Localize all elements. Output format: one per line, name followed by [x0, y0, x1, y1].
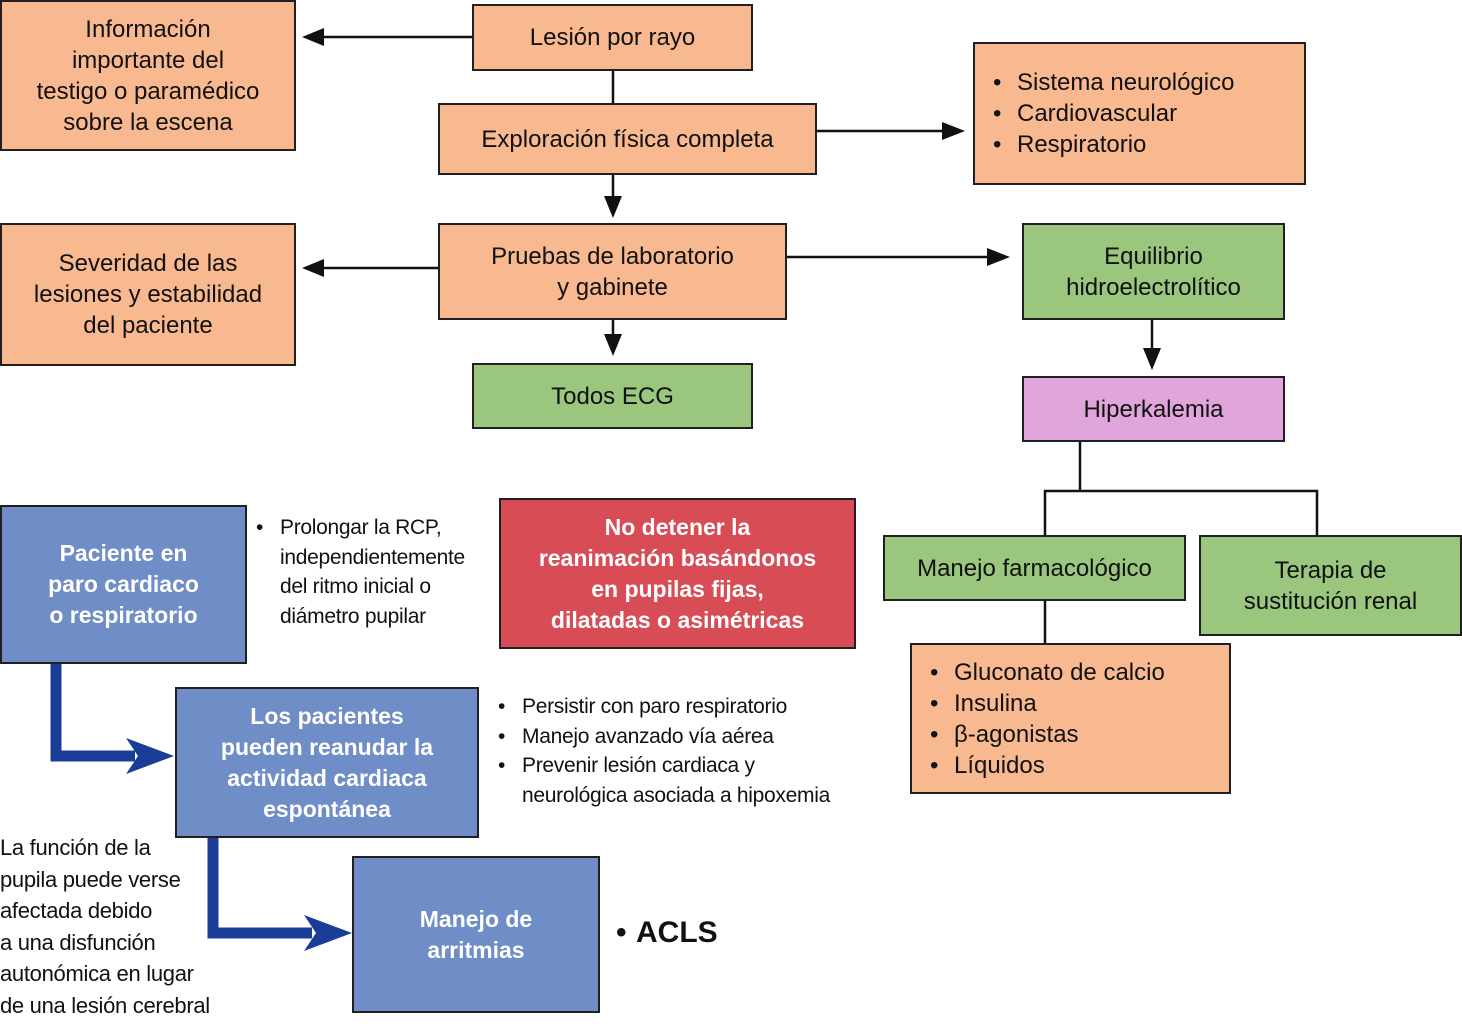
list-item: Gluconato de calcio [926, 657, 1165, 688]
node-manejo-arritmias: Manejo de arritmias [352, 856, 600, 1013]
list-item: Insulina [926, 688, 1165, 719]
list-item: Sistema neurológico [989, 67, 1234, 98]
arrowhead [604, 334, 622, 356]
paro-notes: Prolongar la RCP, independientemente del… [252, 513, 465, 631]
node-lesion-por-rayo: Lesión por rayo [472, 4, 753, 71]
pupila-note: La función de la pupila puede verse afec… [0, 835, 210, 1018]
node-label: Pruebas de laboratorio y gabinete [491, 242, 734, 301]
node-exploracion-fisica: Exploración física completa [438, 103, 817, 175]
node-label: Terapia de sustitución renal [1243, 556, 1418, 615]
arrowhead [604, 196, 622, 218]
node-todos-ecg: Todos ECG [472, 363, 753, 429]
node-label: Severidad de las lesiones y estabilidad … [33, 250, 263, 339]
node-no-detener-reanimacion: No detener la reanimación basándonos en … [499, 498, 856, 649]
node-label: Paciente en paro cardiaco o respiratorio [48, 540, 199, 628]
node-manejo-farmacologico: Manejo farmacológico [883, 535, 1186, 601]
flow-arrow-reanudar-to-arritmias [207, 837, 312, 939]
node-paciente-paro: Paciente en paro cardiaco o respiratorio [0, 505, 247, 664]
arrowhead [302, 259, 324, 277]
arrowhead [302, 28, 324, 46]
sistemas-list: Sistema neurológico Cardiovascular Respi… [989, 67, 1234, 160]
farmacos-list: Gluconato de calcio Insulina β-agonistas… [926, 657, 1165, 781]
list-item: β-agonistas [926, 719, 1165, 750]
node-label: Hiperkalemia [1083, 395, 1224, 423]
node-label: Manejo farmacológico [917, 554, 1152, 582]
node-farmacos: Gluconato de calcio Insulina β-agonistas… [910, 643, 1231, 794]
arrowhead [1143, 348, 1161, 370]
node-label: Equilibrio hidroelectrolítico [1066, 242, 1241, 301]
node-hiperkalemia: Hiperkalemia [1022, 376, 1285, 442]
node-label: Lesión por rayo [529, 24, 696, 51]
arrowhead [942, 122, 965, 140]
node-label: Manejo de arritmias [419, 905, 533, 963]
list-item: Cardiovascular [989, 98, 1234, 129]
node-pruebas-laboratorio: Pruebas de laboratorio y gabinete [438, 223, 787, 320]
node-label: Los pacientes pueden reanudar la activid… [220, 702, 434, 822]
arrowhead [987, 248, 1010, 266]
list-item: Respiratorio [989, 129, 1234, 160]
arritmias-notes: ACLS [612, 914, 718, 952]
list-item: Líquidos [926, 750, 1165, 781]
node-reanudar-actividad: Los pacientes pueden reanudar la activid… [175, 687, 479, 838]
node-sistemas: Sistema neurológico Cardiovascular Respi… [973, 42, 1306, 185]
flow-arrow-paro-to-reanudar [50, 663, 135, 762]
flow-arrowhead [126, 738, 174, 774]
node-equilibrio-hidroelectrolitico: Equilibrio hidroelectrolítico [1022, 223, 1285, 320]
reanudar-notes: Persistir con paro respiratorio Manejo a… [494, 692, 830, 810]
list-item: Prolongar la RCP, independientemente del… [252, 513, 465, 631]
flow-arrowhead [304, 915, 352, 951]
list-item: Manejo avanzado vía aérea [494, 722, 830, 752]
list-item: Persistir con paro respiratorio [494, 692, 830, 722]
node-severidad-lesiones: Severidad de las lesiones y estabilidad … [0, 223, 296, 366]
line-branch-horizontal [1043, 489, 1319, 536]
node-label: Exploración física completa [481, 125, 774, 153]
node-label: No detener la reanimación basándonos en … [538, 513, 817, 633]
list-item: ACLS [612, 914, 718, 952]
node-label: Información importante del testigo o par… [36, 15, 260, 136]
node-informacion-testigo: Información importante del testigo o par… [0, 0, 296, 151]
node-label: Todos ECG [551, 382, 674, 410]
node-terapia-renal: Terapia de sustitución renal [1199, 535, 1462, 636]
list-item: Prevenir lesión cardiaca y neurológica a… [494, 751, 830, 810]
